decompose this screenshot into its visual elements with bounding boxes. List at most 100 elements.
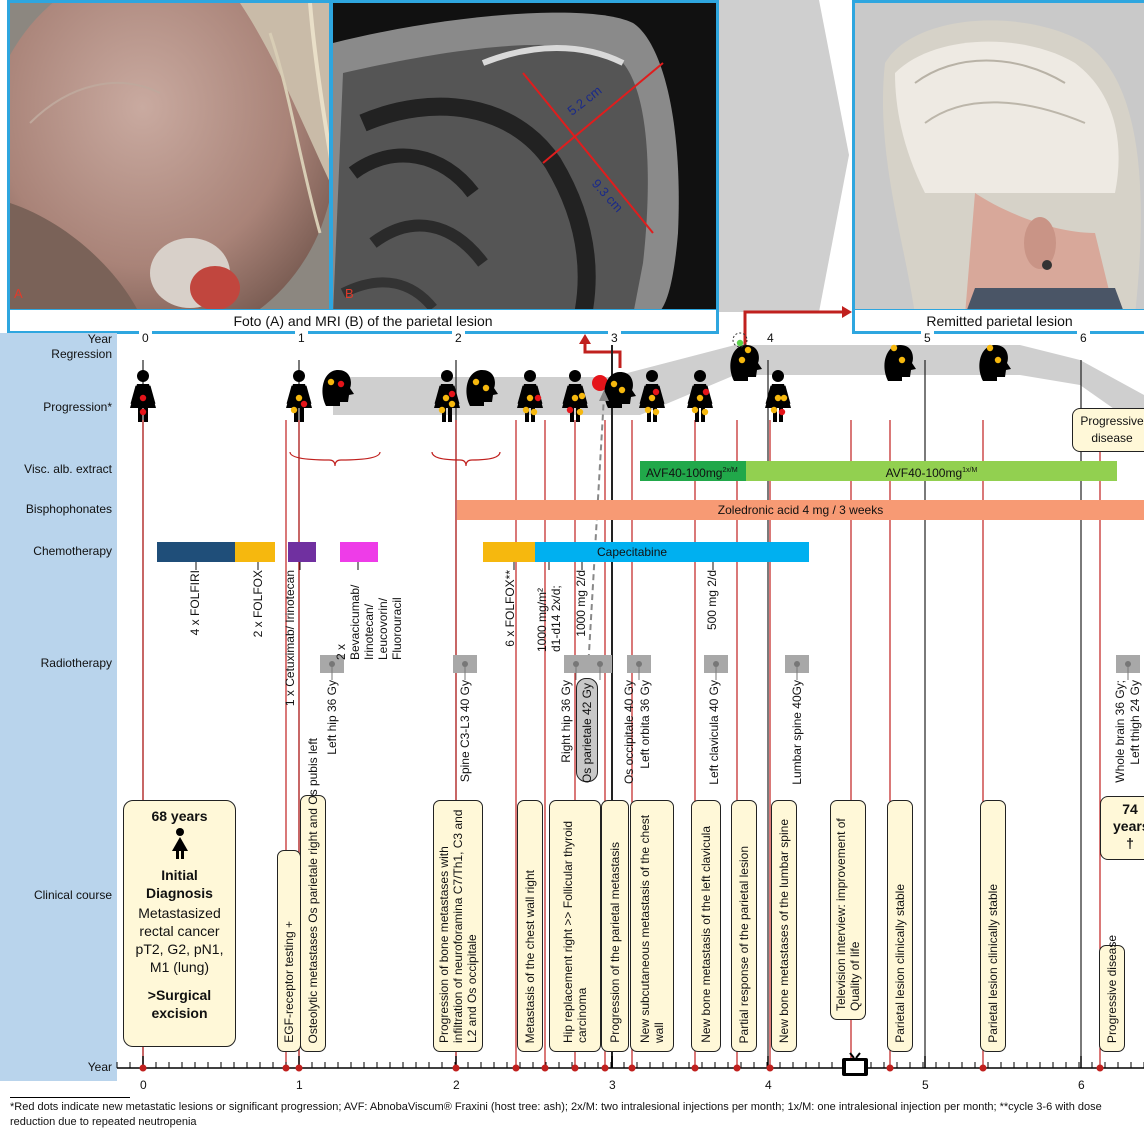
year-bottom-3: 3 <box>609 1078 616 1092</box>
chemo-bevacizumab <box>340 542 378 562</box>
chemo-capecitabine: Capecitabine <box>535 542 809 562</box>
year-bottom-4: 4 <box>765 1078 772 1092</box>
footnote-rule <box>10 1097 130 1098</box>
red-dot <box>703 389 709 395</box>
yellow-dot <box>653 409 659 415</box>
yellow-dot <box>995 357 1001 363</box>
red-dot <box>779 409 785 415</box>
chemo-folfiri <box>157 542 235 562</box>
event-dot <box>513 1065 520 1072</box>
chemo-label-cape-dose: 1000 mg/m² d1-d14 2x/d; <box>535 570 565 652</box>
clinical-event-12: Parietal lesion clinically stable <box>980 800 1006 1052</box>
radio-left-hip: Left hip 36 Gy <box>325 680 339 755</box>
yellow-dot <box>527 395 533 401</box>
event-dot <box>283 1065 290 1072</box>
radio-whole-brain: Whole brain 36 Gy; <box>1113 680 1127 783</box>
yellow-dot <box>611 381 617 387</box>
event-dot <box>887 1065 894 1072</box>
yellow-dot <box>739 357 745 363</box>
event-dot <box>980 1065 987 1072</box>
yellow-dot <box>483 385 489 391</box>
yellow-dot <box>899 357 905 363</box>
event-dot <box>692 1065 699 1072</box>
chemo-cetuximab <box>288 542 316 562</box>
yellow-dot <box>771 407 777 413</box>
red-dot <box>567 407 573 413</box>
yellow-dot <box>328 379 334 385</box>
year-bottom-6: 6 <box>1078 1078 1085 1092</box>
radio-spine: Spine C3-L3 40 Gy <box>458 680 472 782</box>
clinical-event-3: Metastasis of the chest wall right <box>517 800 543 1052</box>
yellow-dot <box>579 393 585 399</box>
chemo-label-folfox: 2 x FOLFOX <box>251 570 265 637</box>
clinical-event-13: Progressive disease <box>1099 945 1125 1052</box>
radio-right-hip: Right hip 36 Gy <box>559 680 573 763</box>
yellow-dot <box>781 395 787 401</box>
year-top-5: 5 <box>921 331 934 345</box>
chemo-label-cetuximab: 1 x Cetuximab/ Irinotecan <box>283 570 313 706</box>
progressive-disease-top: Progressive disease <box>1072 408 1144 452</box>
radio-os-parietale: Os parietale 42 Gy <box>576 678 598 782</box>
diagnosis-body: Metastasized rectal cancer pT2, G2, pN1,… <box>124 902 235 978</box>
clinical-event-11: Parietal lesion clinically stable <box>887 800 913 1052</box>
clinical-event-1: Osteolytic metastases Os parietale right… <box>300 795 326 1052</box>
event-dot <box>453 1065 460 1072</box>
yellow-dot <box>443 395 449 401</box>
radio-left-clavicula: Left clavicula 40 Gy <box>707 680 721 785</box>
event-dot <box>767 1065 774 1072</box>
year-top-1: 1 <box>295 331 308 345</box>
red-dot <box>535 395 541 401</box>
yellow-dot <box>891 345 897 351</box>
chemo-label-cape-1000: 1000 mg 2/d <box>574 570 588 637</box>
event-dot <box>542 1065 549 1072</box>
red-dot <box>449 391 455 397</box>
clinical-event-2: Progression of bone metastases with infi… <box>433 800 483 1052</box>
year-bottom-5: 5 <box>922 1078 929 1092</box>
year-bottom-2: 2 <box>453 1078 460 1092</box>
yellow-dot <box>645 407 651 413</box>
footnote: *Red dots indicate new metastatic lesion… <box>10 1100 1140 1130</box>
chemo-label-folfiri: 4 x FOLFIRI <box>188 570 202 635</box>
yellow-dot <box>577 409 583 415</box>
clinical-event-9: New bone metastases of the lumbar spine <box>771 800 797 1052</box>
radio-lumbar-spine: Lumbar spine 40Gy <box>790 680 804 785</box>
yellow-dot <box>296 395 302 401</box>
event-dot <box>1097 1065 1104 1072</box>
chemo-folfox-6 <box>483 542 535 562</box>
event-dot <box>734 1065 741 1072</box>
year-top-2: 2 <box>452 331 465 345</box>
clinical-event-5: Progression of the parietal metastasis <box>601 800 629 1052</box>
yellow-dot <box>649 395 655 401</box>
regression-band <box>612 345 1144 430</box>
diagnosis-title: Initial Diagnosis <box>124 864 235 902</box>
death-box: 74 years † <box>1100 796 1144 860</box>
visc-bar-1xM: AVF40-100mg1x/M <box>746 461 1117 481</box>
year-top-6: 6 <box>1077 331 1090 345</box>
event-dot <box>572 1065 579 1072</box>
yellow-dot <box>439 407 445 413</box>
red-dot <box>140 395 146 401</box>
yellow-dot <box>523 407 529 413</box>
radio-left-thigh: Left thigh 24 Gy <box>1128 680 1142 765</box>
event-dot <box>140 1065 147 1072</box>
yellow-dot <box>745 347 751 353</box>
yellow-dot <box>692 407 698 413</box>
chemo-label-bevacizumab: 2 x Bevacicumab/ Irinotecan/ Leucovorin/… <box>334 570 392 660</box>
red-dot <box>140 409 146 415</box>
dashed-arrow <box>588 396 604 670</box>
initial-diagnosis-box: 68 years Initial Diagnosis Metastasized … <box>123 800 236 1047</box>
yellow-dot <box>737 340 743 346</box>
year-bottom-1: 1 <box>296 1078 303 1092</box>
yellow-dot <box>775 395 781 401</box>
clinical-event-7: New bone metastasis of the left clavicul… <box>691 800 721 1052</box>
television-icon <box>840 1052 870 1078</box>
year-top-4: 4 <box>764 331 777 345</box>
yellow-dot <box>697 395 703 401</box>
yellow-dot <box>572 395 578 401</box>
yellow-dot <box>449 401 455 407</box>
red-dot <box>338 381 344 387</box>
bisph-bar: Zoledronic acid 4 mg / 3 weeks <box>457 500 1144 520</box>
diagnosis-surgery: >Surgical excision <box>124 978 235 1022</box>
woman-icon <box>170 827 190 859</box>
chemo-label-cape-500: 500 mg 2/d <box>705 570 719 630</box>
